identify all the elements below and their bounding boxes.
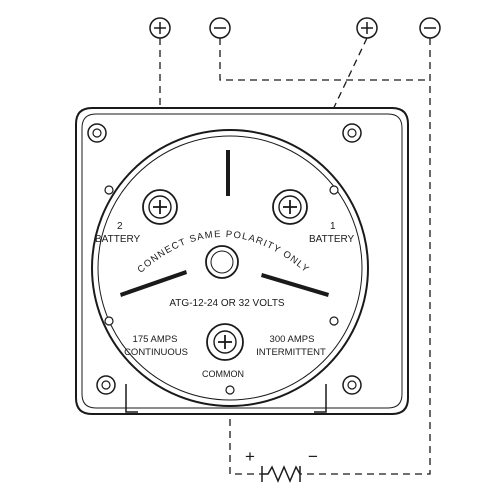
switch-face-inner [97, 135, 363, 401]
battery-2-negative-terminal [209, 17, 231, 39]
battery-1-negative-terminal [419, 17, 441, 39]
top-battery-terminals [149, 17, 441, 39]
mounting-screw-bottom-right [342, 375, 362, 395]
indicator-right [261, 273, 329, 297]
selector-knob [205, 245, 239, 279]
wire-negative-bus [219, 38, 430, 81]
wire-common-to-load [229, 395, 262, 475]
mounting-screw-top-left [87, 123, 107, 143]
load-negative-label: − [308, 447, 318, 466]
battery-2-positive-terminal [149, 17, 171, 39]
battery-2-post [142, 189, 178, 225]
intermittent-label: INTERMITTENT [256, 347, 326, 358]
face-rivets [104, 185, 339, 326]
battery-1-positive-terminal [356, 17, 378, 39]
indicator-left [120, 270, 187, 297]
battery-2-label: BATTERY [95, 234, 141, 245]
battery-1-post [272, 189, 308, 225]
battery-1-number: 1 [330, 221, 336, 232]
intermittent-amps-label: 300 AMPS [270, 334, 315, 345]
common-stud [225, 385, 235, 395]
load-resistor [261, 465, 301, 483]
mounting-screw-top-right [342, 123, 362, 143]
battery-1-label: BATTERY [309, 234, 355, 245]
common-label: COMMON [202, 369, 244, 379]
mounting-plate-inner [81, 113, 403, 409]
load-positive-label: + [245, 447, 255, 466]
battery-2-number: 2 [117, 221, 123, 232]
wire-battery-1-negative [300, 38, 431, 475]
mounting-screw-bottom-left [96, 375, 116, 395]
model-voltage-label: ATG-12-24 OR 32 VOLTS [169, 298, 285, 309]
continuous-amps-label: 175 AMPS [133, 334, 178, 345]
continuous-label: CONTINUOUS [124, 347, 188, 358]
indicator-top [226, 150, 230, 196]
position-indicators [120, 150, 329, 297]
common-post [206, 323, 244, 361]
mounting-screws [87, 123, 362, 395]
